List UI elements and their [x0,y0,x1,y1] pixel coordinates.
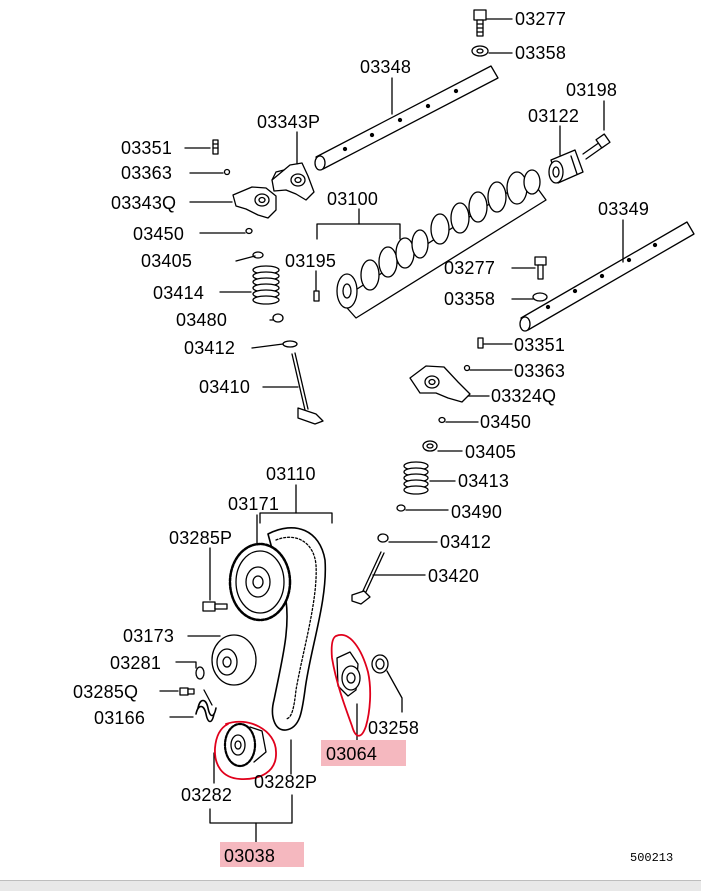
tensioner-spring-icon [195,689,217,723]
part-label-03413: 03413 [458,471,510,491]
camshaft-bracket-icon [548,149,584,184]
part-label-03173: 03173 [123,626,175,646]
part-label-03414: 03414 [153,283,205,303]
part-label-03277-right: 03277 [444,258,496,278]
figure-number: 500213 [630,851,674,865]
part-label-03351-right: 03351 [514,335,566,355]
part-label-03405-left: 03405 [141,251,193,271]
part-label-03410: 03410 [199,377,251,397]
red-annotations [214,634,372,780]
seal-03405-icon [252,251,264,259]
part-label-03412-right: 03412 [440,532,492,552]
plate-03064-circle [330,634,372,737]
part-label-03198: 03198 [566,80,618,100]
part-label-03348: 03348 [360,57,412,77]
pin-03351-right-icon [477,337,484,349]
ball-03363-right-icon [463,364,471,372]
bracket-bolt-icon [582,133,611,160]
part-label-03324q: 03324Q [491,386,557,406]
pin-03195-icon [313,290,320,302]
seal-03405-right-icon [422,440,438,452]
part-label-03349: 03349 [598,199,650,219]
top-washer-icon [471,45,489,57]
washer-03258-icon [371,654,389,674]
part-label-03258: 03258 [368,718,420,738]
valve-03420-icon [351,551,385,605]
part-label-03100: 03100 [327,189,379,209]
part-label-03110: 03110 [266,464,316,484]
spring-seat-03490-icon [396,504,406,512]
rocker-arm-03343p-icon [271,162,315,201]
ball-03363-icon [223,168,231,176]
tensioner-bolt-icon [179,687,195,696]
crank-plate-03064-icon [336,651,361,697]
part-label-03281: 03281 [110,653,162,673]
part-label-03490: 03490 [451,502,503,522]
part-label-03282p: 03282P [254,772,318,792]
valve-03410-icon [291,352,324,425]
top-bolt-icon [473,9,487,37]
adjuster-03450-right-icon [438,416,446,424]
part-label-03412-left: 03412 [184,338,236,358]
part-label-03358-right: 03358 [444,289,496,309]
rocker-shaft-upper-icon [314,65,499,171]
part-label-03171: 03171 [228,494,280,514]
part-label-03450-left: 03450 [133,224,185,244]
part-label-03285p: 03285P [169,528,233,548]
crank-sprocket-circle [214,720,277,780]
sprocket-bolt-icon [202,601,228,612]
part-label-03122: 03122 [528,106,580,126]
shaft-bolt-03277-icon [534,256,547,280]
adjuster-03450-icon [245,227,253,235]
valve-spring-03414-icon [252,265,280,305]
part-label-03166: 03166 [94,708,146,728]
highlight-03038 [220,842,304,867]
rocker-shaft-lower-icon [519,221,695,332]
part-label-03277-top: 03277 [515,9,567,29]
pin-03351-icon [212,139,219,155]
shaft-washer-03358-icon [532,292,548,302]
retainer-03412-right-icon [377,533,389,543]
part-label-03450-right: 03450 [480,412,532,432]
part-label-03358-top: 03358 [515,43,567,63]
camshaft-sprocket-icon [228,542,292,622]
part-label-03343q: 03343Q [111,193,177,213]
part-label-03343p: 03343P [257,112,321,132]
camshaft-icon [336,169,547,319]
part-label-03480: 03480 [176,310,228,330]
part-label-03363-left: 03363 [121,163,173,183]
part-label-03351-left: 03351 [121,138,173,158]
part-label-03282: 03282 [181,785,233,805]
spacer-03281-icon [195,666,205,680]
part-label-03405-right: 03405 [465,442,517,462]
window-bottom-edge [0,880,701,891]
rocker-arm-03324q-icon [409,365,471,403]
crank-sprocket-icon [223,722,267,768]
highlight-03064 [321,740,406,766]
part-label-03195: 03195 [285,251,337,271]
part-label-03363-right: 03363 [514,361,566,381]
part-label-03064: 03064 [326,744,378,764]
retainer-03412-left-icon [282,340,298,348]
part-label-03285q: 03285Q [73,682,139,702]
part-label-03420: 03420 [428,566,480,586]
tensioner-pulley-icon [211,634,257,686]
part-label-03038: 03038 [224,846,276,866]
valve-spring-03413-icon [403,461,429,495]
spring-seat-03480-icon [272,313,284,323]
rocker-arm-03343q-icon [232,186,277,219]
